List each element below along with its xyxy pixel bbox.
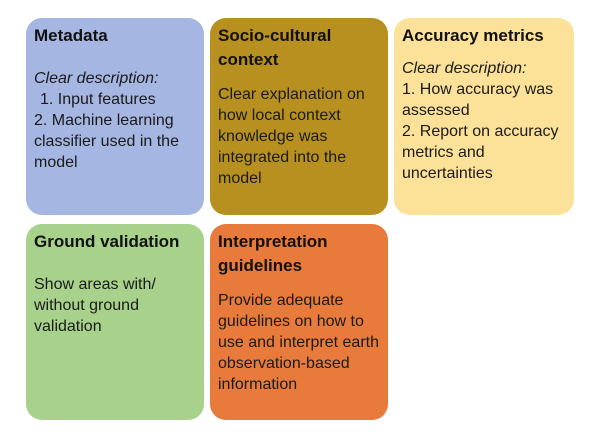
card-list: 1. Input features 2. Machine learning cl… [34, 89, 196, 173]
list-item: 2. Report on accuracy metrics and uncert… [402, 123, 559, 182]
card-ground-validation: Ground validation Show areas with/ witho… [26, 224, 204, 420]
card-body: Show areas with/ without ground validati… [34, 276, 156, 335]
card-title: Accuracy metrics [402, 26, 544, 45]
card-body: Provide adequate guidelines on how to us… [218, 292, 379, 393]
card-title: Ground validation [34, 232, 180, 251]
card-title: Interpretation guidelines [218, 232, 328, 275]
card-list: 1. How accuracy was assessed 2. Report o… [402, 79, 566, 184]
card-subtitle: Clear description: [402, 60, 527, 77]
list-item: 2. Machine learning classifier used in t… [34, 112, 179, 171]
card-subtitle: Clear description: [34, 70, 159, 87]
card-accuracy-metrics: Accuracy metrics Clear description: 1. H… [394, 18, 574, 215]
list-item: 1. Input features [40, 91, 156, 108]
card-socio-cultural-context: Socio-cultural context Clear explanation… [210, 18, 388, 215]
list-item: 1. How accuracy was assessed [402, 81, 554, 119]
card-metadata: Metadata Clear description: 1. Input fea… [26, 18, 204, 215]
card-title: Metadata [34, 26, 108, 45]
card-body: Clear explanation on how local context k… [218, 86, 365, 187]
card-title: Socio-cultural context [218, 26, 332, 69]
card-interpretation-guidelines: Interpretation guidelines Provide adequa… [210, 224, 388, 420]
